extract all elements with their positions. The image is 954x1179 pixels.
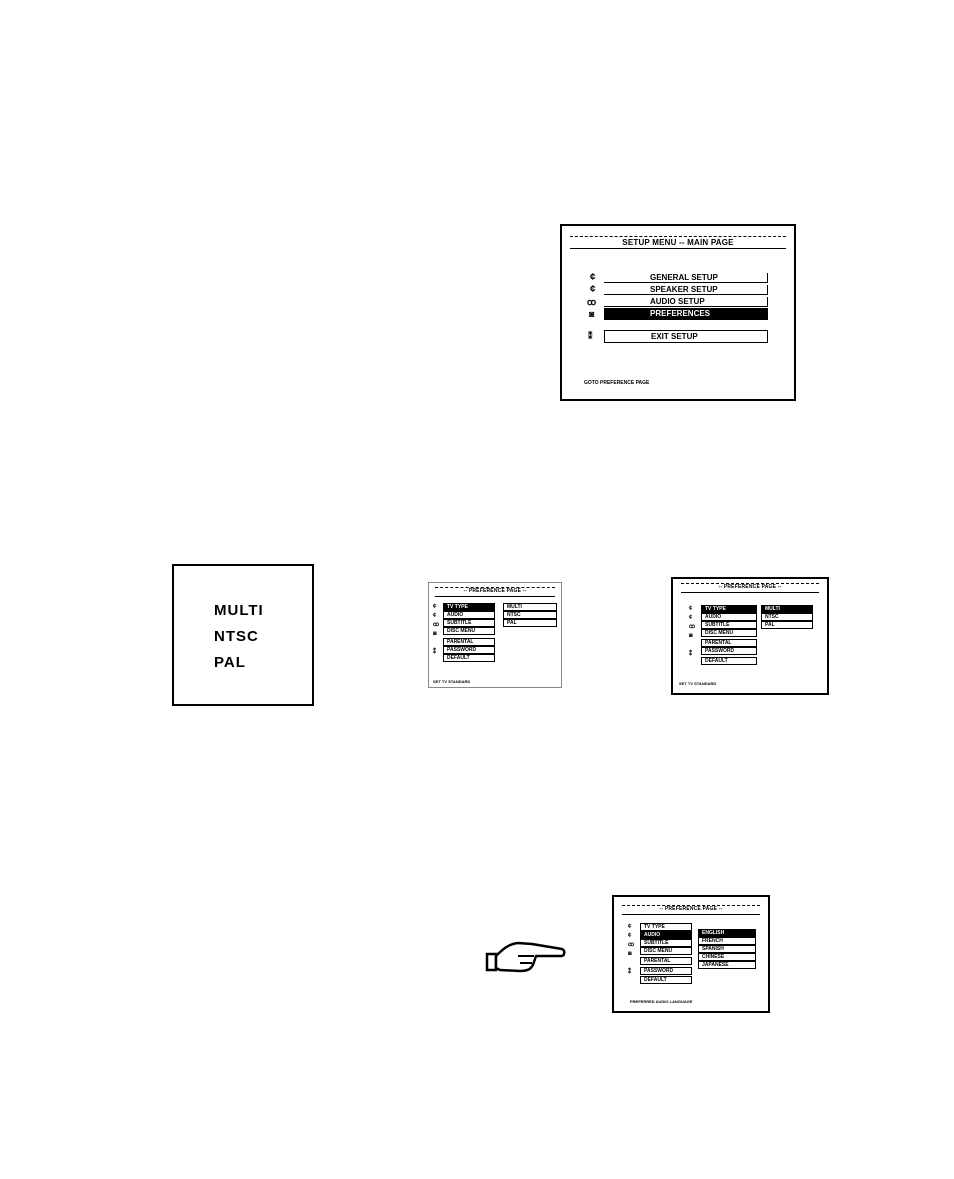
pref-a-item-tv-type[interactable]: TV TYPE (443, 603, 495, 611)
pref-b-footer: SET TV STANDARD (679, 681, 717, 686)
preference-page-screen-a: -- PREFERENCE PAGE -- ¢¢ꝏ◙⁑ TV TYPE AUDI… (428, 582, 562, 688)
main-menu-footer: GOTO PREFERENCE PAGE (584, 380, 650, 386)
menu-item-preferences[interactable]: PREFERENCES (604, 308, 768, 320)
pref-b-item-default[interactable]: DEFAULT (701, 657, 757, 665)
pref-c-item-tv-type[interactable]: TV TYPE (640, 923, 692, 931)
pref-c-sub-japanese[interactable]: JAPANESE (698, 961, 756, 969)
pref-b-item-parental[interactable]: PARENTAL (701, 639, 757, 647)
pref-a-item-subtitle[interactable]: SUBTITLE (443, 619, 495, 627)
pref-a-icons: ¢¢ꝏ◙⁑ (433, 604, 440, 655)
pref-c-item-subtitle[interactable]: SUBTITLE (640, 939, 692, 947)
exit-icon: ⁑ (588, 331, 593, 341)
pref-c-sub-french[interactable]: FRENCH (698, 937, 756, 945)
option-multi: MULTI (214, 602, 264, 619)
preference-page-screen-b: -- PREFERENCE PAGE -- ¢¢ꝏ◙⁑ TV TYPE AUDI… (671, 577, 829, 695)
pref-b-sub-pal[interactable]: PAL (761, 621, 813, 629)
pref-a-title: -- PREFERENCE PAGE -- (435, 587, 555, 597)
menu-item-audio-setup[interactable]: AUDIO SETUP (604, 297, 768, 307)
pref-c-sub-chinese[interactable]: CHINESE (698, 953, 756, 961)
pref-c-sub-spanish[interactable]: SPANISH (698, 945, 756, 953)
main-menu-title: SETUP MENU -- MAIN PAGE (570, 236, 786, 249)
pref-a-sub-ntsc[interactable]: NTSC (503, 611, 557, 619)
menu-item-general-setup[interactable]: GENERAL SETUP (604, 273, 768, 283)
pref-c-title: -- PREFERENCE PAGE -- (622, 905, 760, 915)
pref-a-sub-multi[interactable]: MULTI (503, 603, 557, 611)
pref-b-sub-multi[interactable]: MULTI (761, 605, 813, 613)
pref-b-item-audio[interactable]: AUDIO (701, 613, 757, 621)
pref-b-item-disc-menu[interactable]: DISC MENU (701, 629, 757, 637)
pref-b-sub-ntsc[interactable]: NTSC (761, 613, 813, 621)
pref-b-item-subtitle[interactable]: SUBTITLE (701, 621, 757, 629)
setup-main-page-screen: SETUP MENU -- MAIN PAGE ¢ GENERAL SETUP … (560, 224, 796, 401)
option-ntsc: NTSC (214, 628, 259, 645)
audio-setup-icon: ꝏ (587, 297, 597, 307)
pref-a-item-audio[interactable]: AUDIO (443, 611, 495, 619)
pref-a-item-parental[interactable]: PARENTAL (443, 638, 495, 646)
pref-c-footer: PREFERRED AUDIO LANGUAGE (630, 999, 693, 1004)
pointing-hand-icon (485, 941, 566, 973)
preferences-icon: ◙ (589, 309, 595, 319)
pref-a-footer: SET TV STANDARD (433, 679, 471, 684)
pref-c-item-audio[interactable]: AUDIO (640, 931, 692, 939)
pref-c-sub-english[interactable]: ENGLISH (698, 929, 756, 937)
pref-c-item-disc-menu[interactable]: DISC MENU (640, 947, 692, 955)
exit-setup-button[interactable]: EXIT SETUP (604, 330, 768, 343)
general-setup-icon: ¢ (590, 272, 596, 283)
pref-c-item-password[interactable]: PASSWORD (640, 967, 692, 975)
pref-a-sub-pal[interactable]: PAL (503, 619, 557, 627)
pref-c-item-parental[interactable]: PARENTAL (640, 957, 692, 965)
pref-a-item-disc-menu[interactable]: DISC MENU (443, 627, 495, 635)
pref-b-item-tv-type[interactable]: TV TYPE (701, 605, 757, 613)
speaker-setup-icon: ¢ (590, 284, 596, 295)
pref-b-icons: ¢¢ꝏ◙⁑ (689, 606, 696, 657)
pref-b-item-password[interactable]: PASSWORD (701, 647, 757, 655)
tv-type-options-box: MULTI NTSC PAL (172, 564, 314, 706)
pref-a-item-default[interactable]: DEFAULT (443, 654, 495, 662)
menu-item-speaker-setup[interactable]: SPEAKER SETUP (604, 285, 768, 295)
option-pal: PAL (214, 654, 246, 671)
pref-a-item-password[interactable]: PASSWORD (443, 646, 495, 654)
pref-c-icons: ¢¢ꝏ◙⁑ (628, 924, 635, 975)
pref-b-title: -- PREFERENCE PAGE -- (681, 583, 819, 593)
preference-page-screen-c: -- PREFERENCE PAGE -- ¢¢ꝏ◙⁑ TV TYPE AUDI… (612, 895, 770, 1013)
pref-c-item-default[interactable]: DEFAULT (640, 976, 692, 984)
